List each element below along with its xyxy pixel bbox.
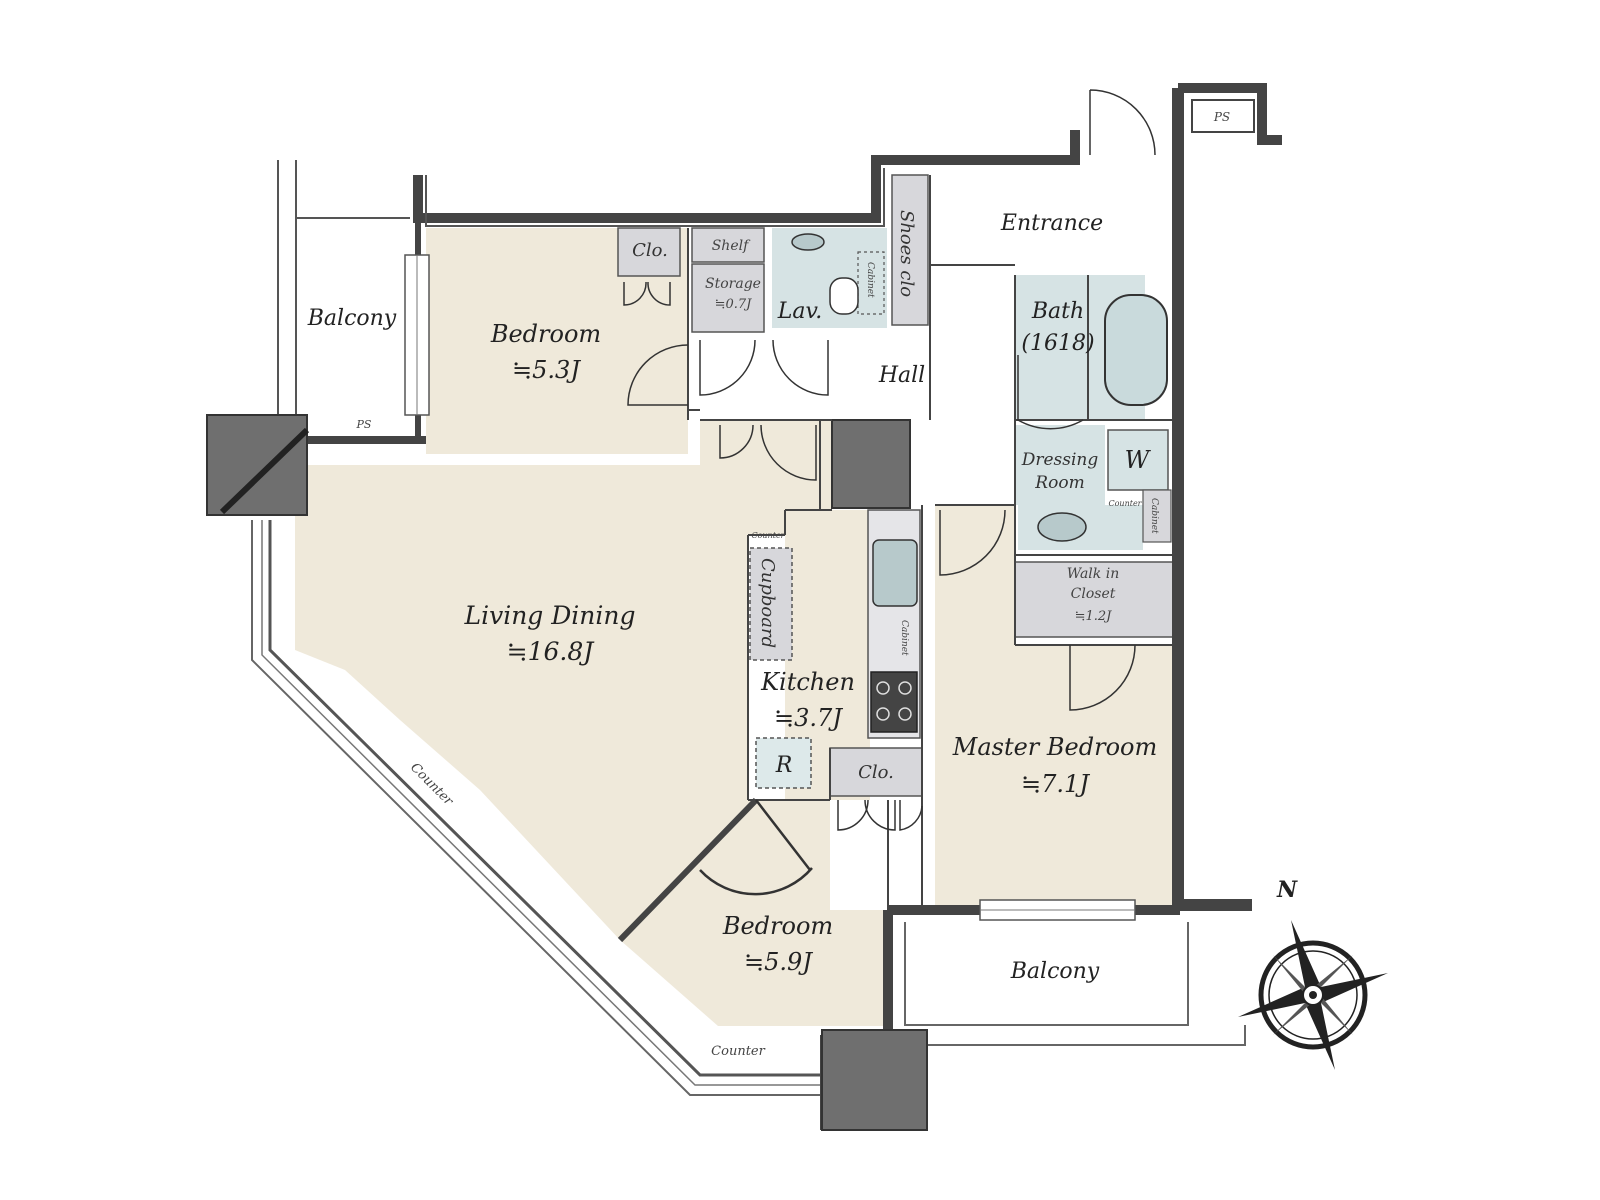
lav-label: Lav.: [777, 299, 823, 324]
hall-label: Hall: [878, 363, 925, 388]
shoes-clo-label: Shoes clo: [896, 210, 917, 297]
door-bedroom-north: [627, 344, 689, 406]
storage-size: ≒0.7J: [715, 297, 753, 312]
bath-fixtures: [791, 233, 1168, 733]
ps-box-wall: [1178, 83, 1282, 145]
kitchen-label: Kitchen: [760, 668, 855, 696]
diagonal-counter-label: Counter: [407, 760, 456, 809]
column-center: [831, 419, 911, 509]
east-wall: [1172, 88, 1252, 911]
dressing-cabinet: [1142, 489, 1172, 543]
bedroom-south-label: Bedroom: [722, 912, 833, 940]
lav-cabinet: [857, 251, 885, 315]
storage-label: Storage: [705, 276, 761, 292]
column-west: [206, 414, 308, 516]
ps-east-label: PS: [1213, 110, 1230, 124]
master-bedroom-label: Master Bedroom: [952, 733, 1157, 761]
compass-ring: [1258, 940, 1368, 1050]
master-bedroom-floor: [935, 505, 1180, 905]
cupboard-label: Cupboard: [757, 558, 778, 648]
stove: [870, 671, 918, 733]
north-wall: [413, 130, 1080, 223]
dressing-cabinet-label: Cabinet: [1149, 498, 1159, 534]
kitchen-size: ≒3.7J: [774, 704, 843, 732]
door-bedroom-south: [699, 799, 813, 896]
ps-west-label: PS: [356, 418, 372, 431]
compass-north-label: N: [1276, 877, 1298, 903]
cupboard-box: [749, 547, 793, 661]
south-counter-label: Counter: [711, 1044, 765, 1059]
diagonal-window-wall: [268, 520, 820, 1077]
ps-box: [1191, 99, 1255, 133]
fridge-area: [755, 737, 812, 789]
door-entrance: [1089, 89, 1156, 156]
shelf-box: [691, 227, 765, 263]
dressing-sink: [1037, 512, 1087, 542]
bedroom-north-label: Bedroom: [490, 320, 601, 348]
dressing-room-label-1: Dressing: [1021, 450, 1099, 470]
master-bedroom-size: ≒7.1J: [1021, 770, 1090, 798]
balcony-west-label: Balcony: [307, 306, 397, 331]
washer-label: W: [1125, 446, 1152, 474]
shoes-clo-box: [891, 174, 929, 326]
walls: [251, 83, 1282, 1130]
living-dining-floor: [295, 420, 888, 1026]
walk-in-size: ≒1.2J: [1075, 609, 1113, 624]
kitchen-sink: [872, 539, 918, 607]
column-south: [821, 1029, 928, 1131]
kitchen-cabinet-label: Cabinet: [899, 620, 909, 656]
columns: [206, 99, 1255, 1131]
dressing-room-label-2: Room: [1034, 473, 1084, 493]
kitchen-clo-label: Clo.: [858, 762, 894, 783]
bedroom-south-size: ≒5.9J: [744, 948, 813, 976]
living-dining-size: ≒16.8J: [507, 637, 596, 666]
fridge-label: R: [775, 753, 793, 778]
compass: N: [1238, 877, 1388, 1070]
walk-in-label-2: Closet: [1071, 586, 1116, 602]
bathtub: [1104, 294, 1168, 406]
entrance-label: Entrance: [1000, 211, 1103, 236]
doors: [623, 89, 1156, 896]
shelf-label: Shelf: [712, 238, 751, 254]
living-dining-label: Living Dining: [463, 601, 635, 630]
interior-walls: [617, 175, 1180, 943]
cupboard-counter-label: Counter: [751, 531, 785, 540]
dressing-room-floor: [1015, 425, 1105, 505]
fixture-labels: Clo. Shelf Storage ≒0.7J Lav. Cabinet Sh…: [356, 110, 1231, 1059]
toilet: [829, 277, 859, 315]
washer-box: [1107, 429, 1169, 491]
dressing-counter-label: Counter: [1108, 499, 1142, 508]
balcony-south-label: Balcony: [1010, 959, 1100, 984]
bedroom-north-size: ≒5.3J: [512, 356, 581, 384]
lav-cabinet-label: Cabinet: [865, 262, 875, 298]
walk-in-label-1: Walk in: [1067, 566, 1119, 582]
room-labels: Balcony Bedroom ≒5.3J Entrance Hall Bath…: [307, 211, 1157, 984]
bath-size: (1618): [1021, 331, 1094, 356]
storage-box: [691, 263, 765, 333]
lav-sink: [791, 233, 825, 251]
bath-label: Bath: [1031, 299, 1084, 324]
clo-north-label: Clo.: [632, 240, 668, 261]
clo-north-box: [617, 227, 681, 277]
